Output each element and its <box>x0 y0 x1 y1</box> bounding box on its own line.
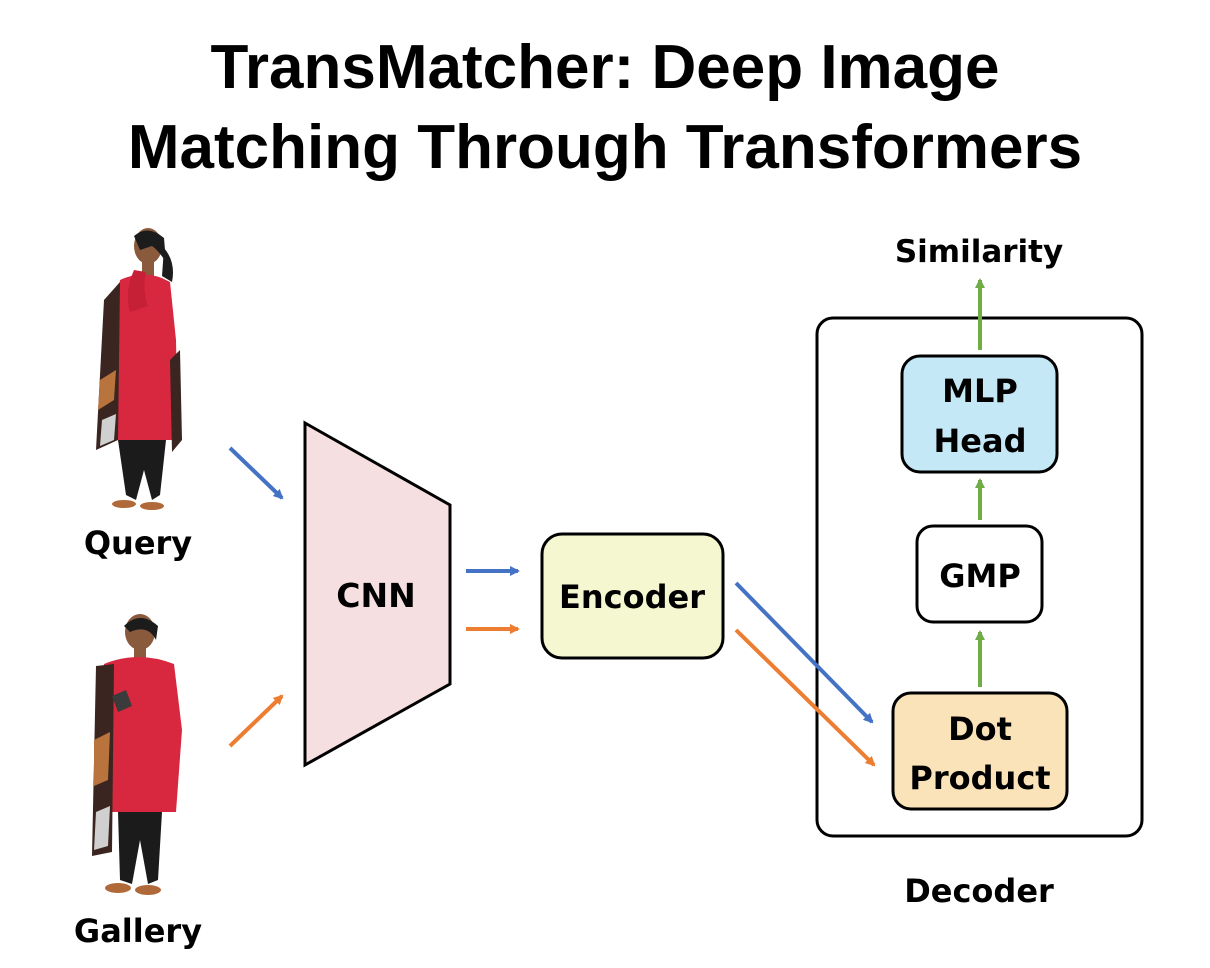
encoder-label: Encoder <box>559 578 705 616</box>
cnn-block <box>303 420 452 768</box>
diagram-title: TransMatcher: Deep Image Matching Throug… <box>0 28 1210 188</box>
query-to-cnn-arrow <box>228 446 284 500</box>
cnn-label: CNN <box>336 576 415 615</box>
encoder-to-dot-gallery-arrow <box>734 628 876 767</box>
title-line-1: TransMatcher: Deep Image <box>210 33 1000 102</box>
dot-product-block <box>891 691 1069 811</box>
title-line-2: Matching Through Transformers <box>127 113 1083 182</box>
similarity-label: Similarity <box>895 234 1063 270</box>
dot-product-label-line-2: Product <box>909 759 1050 797</box>
mlp-head-label-line-2: Head <box>934 422 1027 460</box>
gallery-label: Gallery <box>74 912 202 950</box>
decoder-label: Decoder <box>904 872 1054 910</box>
gmp-block <box>915 524 1044 624</box>
query-person-image <box>96 228 182 510</box>
gmp-label: GMP <box>939 557 1021 595</box>
encoder-block <box>540 532 725 660</box>
gallery-to-cnn-arrow <box>228 694 284 748</box>
mlp-head-block <box>900 354 1059 474</box>
query-label: Query <box>84 524 192 562</box>
mlp-head-label-line-1: MLP <box>942 372 1018 410</box>
encoder-to-dot-query-arrow <box>734 581 874 724</box>
gallery-person-image <box>92 614 182 895</box>
dot-product-label-line-1: Dot <box>948 710 1012 748</box>
